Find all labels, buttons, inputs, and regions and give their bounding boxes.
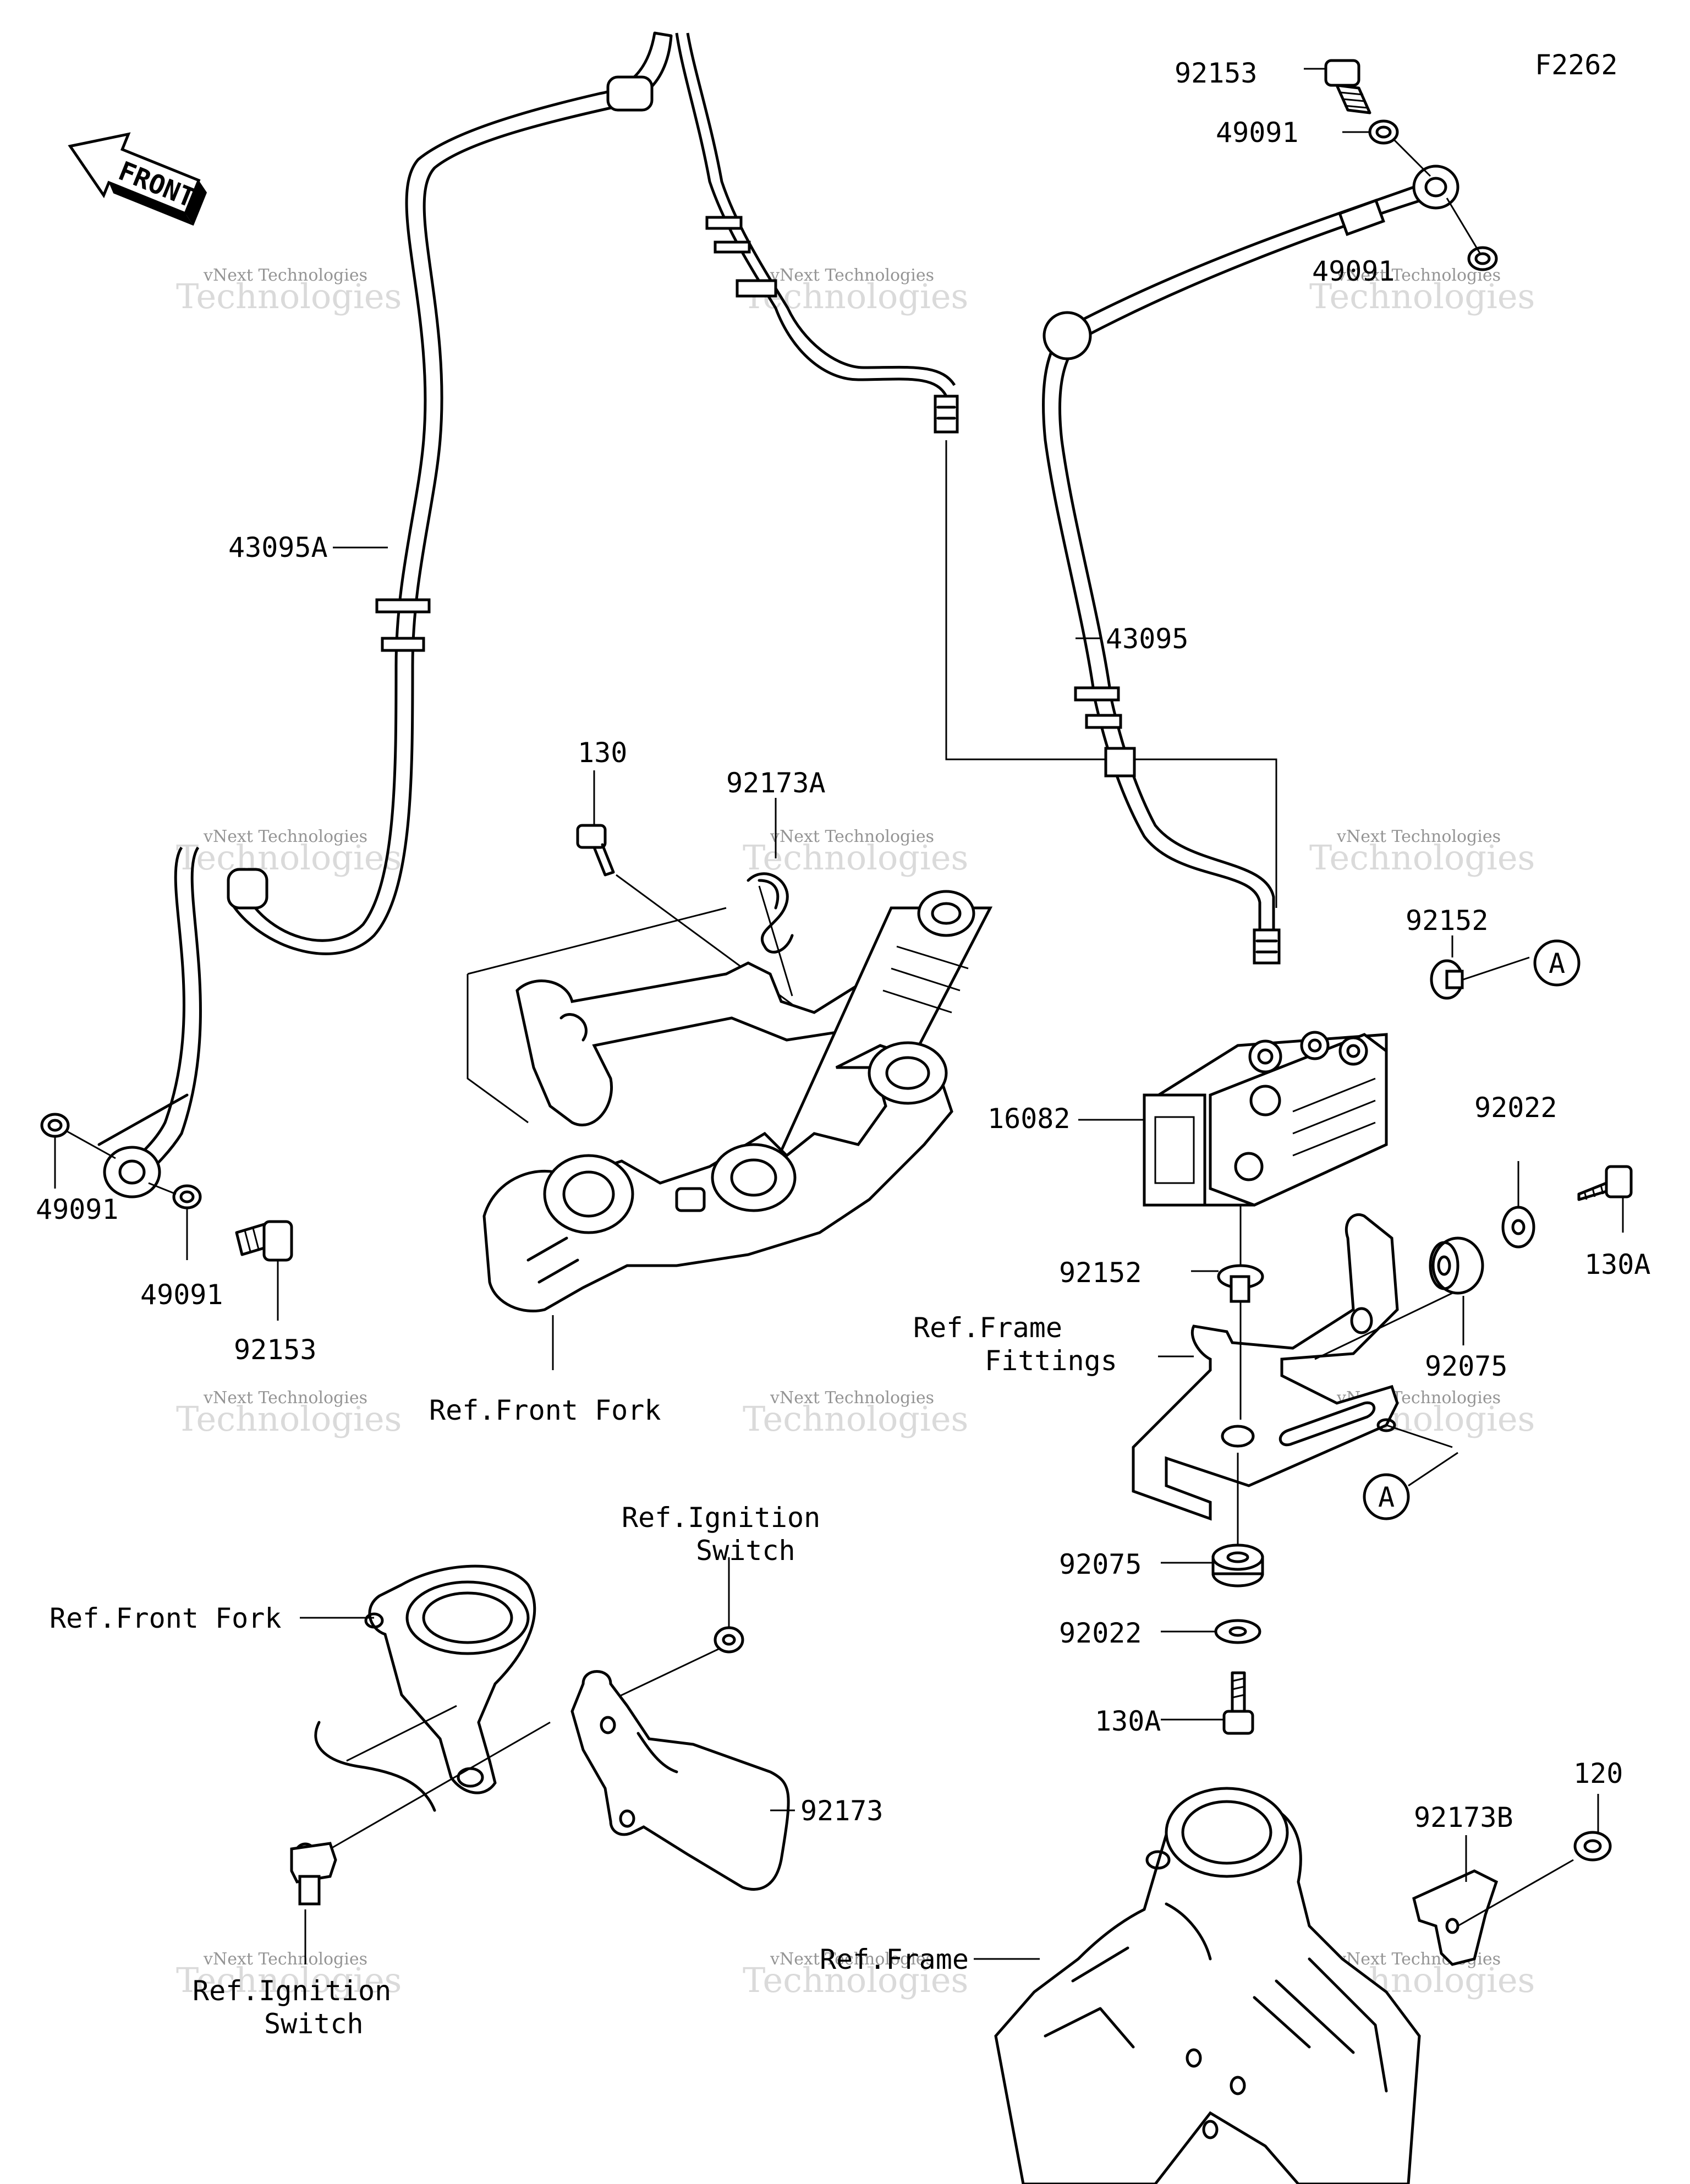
routing-line-center <box>945 440 1277 908</box>
watermark-11: Technologies vNext Technologies <box>743 1950 968 2000</box>
label-ref-frame-fittings-1: Ref.Frame <box>913 1312 1062 1344</box>
reference-mark-a-bottom: A <box>1363 1473 1410 1520</box>
watermark-7: Technologies vNext Technologies <box>176 1388 402 1439</box>
label-washer-49091-top-2: 49091 <box>1312 255 1395 287</box>
bolt-130a-right-icon <box>1577 1165 1633 1201</box>
frame-fitting-bracket <box>1132 1213 1399 1521</box>
watermark-8: Technologies vNext Technologies <box>743 1388 968 1439</box>
svg-text:vNext Technologies: vNext Technologies <box>770 1388 934 1408</box>
label-bolt-130: 130 <box>578 737 627 769</box>
clamp-92173b <box>1412 1869 1499 1966</box>
bolt-120-icon <box>1573 1831 1612 1862</box>
svg-text:vNext Technologies: vNext Technologies <box>770 1950 934 1969</box>
watermark-6: Technologies vNext Technologies <box>1309 827 1535 878</box>
label-bolt-130a-bottom: 130A <box>1095 1705 1161 1737</box>
front-fork-lower-clamp <box>314 1564 536 1812</box>
label-damper-92075-right: 92075 <box>1425 1350 1508 1382</box>
label-ref-front-fork-bottom: Ref.Front Fork <box>50 1602 281 1634</box>
frame-head-pipe <box>994 1787 1421 2184</box>
label-bolt-92153-left: 92153 <box>234 1334 317 1366</box>
svg-text:vNext Technologies: vNext Technologies <box>203 1388 367 1408</box>
label-washer-92022-bottom: 92022 <box>1059 1617 1142 1649</box>
label-clamp-92173b: 92173B <box>1414 1802 1513 1833</box>
washer-49091-top-icon <box>1368 119 1399 145</box>
label-washer-92022-right: 92022 <box>1474 1092 1557 1124</box>
svg-text:Technologies: Technologies <box>743 1399 968 1439</box>
svg-text:vNext Technologies: vNext Technologies <box>770 827 934 846</box>
washer-92022-right-icon <box>1501 1206 1535 1249</box>
svg-text:A: A <box>1378 1481 1395 1513</box>
washer-49091-left-2-icon <box>172 1184 202 1209</box>
svg-text:Technologies: Technologies <box>176 276 402 316</box>
abs-unit-16082 <box>1143 1031 1388 1207</box>
label-washer-49091-left-2: 49091 <box>140 1279 223 1311</box>
watermark-10: Technologies vNext Technologies <box>176 1950 402 2000</box>
label-abs-unit-16082: 16082 <box>987 1103 1071 1135</box>
label-hose-43095: 43095 <box>1106 623 1189 655</box>
damper-92075-right-icon <box>1429 1236 1484 1295</box>
svg-text:vNext Technologies: vNext Technologies <box>203 266 367 285</box>
label-clamp-92173: 92173 <box>800 1795 884 1827</box>
svg-text:Technologies: Technologies <box>176 838 402 878</box>
svg-text:A: A <box>1549 948 1565 979</box>
reference-mark-a-top: A <box>1533 939 1581 987</box>
banjo-fitting-top-right <box>1412 165 1459 210</box>
washer-49091-top-2-icon <box>1467 246 1498 271</box>
label-bolt-92153-top: 92153 <box>1175 57 1258 89</box>
svg-text:vNext Technologies: vNext Technologies <box>1336 827 1501 846</box>
svg-text:Technologies: Technologies <box>1309 276 1535 316</box>
label-ref-ignition-top-2: Switch <box>696 1535 795 1567</box>
svg-text:vNext Technologies: vNext Technologies <box>770 266 934 285</box>
front-fork-bracket-upper <box>482 890 993 1313</box>
svg-text:Technologies: Technologies <box>176 1960 402 2000</box>
washer-49091-left-1-icon <box>40 1113 70 1138</box>
label-hose-43095a: 43095A <box>228 532 328 563</box>
svg-text:vNext Technologies: vNext Technologies <box>203 1950 367 1969</box>
label-ref-frame: Ref.Frame <box>820 1944 969 1975</box>
front-arrow-icon: FRONT <box>68 132 207 226</box>
label-ref-frame-fittings-2: Fittings <box>985 1345 1117 1377</box>
label-ref-ignition-bottom-2: Switch <box>264 2008 364 2040</box>
svg-text:Technologies: Technologies <box>1309 838 1535 878</box>
label-bolt-120: 120 <box>1573 1758 1623 1789</box>
watermark-4: Technologies vNext Technologies <box>176 827 402 878</box>
label-damper-92075-bottom: 92075 <box>1059 1548 1142 1580</box>
svg-text:Technologies: Technologies <box>176 1399 402 1439</box>
banjo-fitting-left <box>97 1093 189 1198</box>
watermarks: Technologies vNext Technologies Technolo… <box>176 266 1535 2000</box>
label-ref-ignition-top-1: Ref.Ignition <box>622 1502 820 1534</box>
collar-92152-bottom-icon <box>1217 1264 1264 1303</box>
collar-92152-top-icon <box>1430 959 1464 1000</box>
watermark-1: Technologies vNext Technologies <box>176 266 402 316</box>
damper-92075-bottom-icon <box>1211 1543 1264 1588</box>
svg-text:Technologies: Technologies <box>743 838 968 878</box>
bolt-130a-bottom-icon <box>1222 1671 1254 1735</box>
brake-hose-43095 <box>1042 185 1420 965</box>
svg-text:Technologies: Technologies <box>743 1960 968 2000</box>
diagram-code: F2262 <box>1535 49 1618 81</box>
label-washer-49091-top: 49091 <box>1216 117 1299 149</box>
ignition-bolt-bottom-icon <box>290 1842 337 1906</box>
label-clamp-92173a: 92173A <box>726 767 826 799</box>
part-labels: 92153 49091 49091 43095A 43095 130 92173… <box>36 57 1650 2040</box>
label-ref-ignition-bottom-1: Ref.Ignition <box>193 1975 391 2007</box>
leader-lines <box>54 68 1624 1960</box>
label-collar-92152-bottom: 92152 <box>1059 1257 1142 1289</box>
label-washer-49091-left-1: 49091 <box>36 1194 119 1225</box>
watermark-3: Technologies vNext Technologies <box>1309 266 1535 316</box>
svg-text:vNext Technologies: vNext Technologies <box>1336 266 1501 285</box>
label-bolt-130a-right: 130A <box>1584 1249 1650 1280</box>
brake-pipe-upper <box>675 32 959 434</box>
label-collar-92152-top: 92152 <box>1406 905 1489 937</box>
banjo-bolt-top-right-icon <box>1324 59 1371 114</box>
banjo-bolt-left-icon <box>235 1220 293 1262</box>
clamp-92173 <box>570 1670 790 1891</box>
svg-text:vNext Technologies: vNext Technologies <box>203 827 367 846</box>
label-ref-front-fork-top: Ref.Front Fork <box>429 1394 661 1426</box>
washer-92022-bottom-icon <box>1214 1619 1261 1644</box>
bolt-130-icon <box>576 824 615 877</box>
watermark-5: Technologies vNext Technologies <box>743 827 968 878</box>
clamp-92173a <box>747 872 794 954</box>
